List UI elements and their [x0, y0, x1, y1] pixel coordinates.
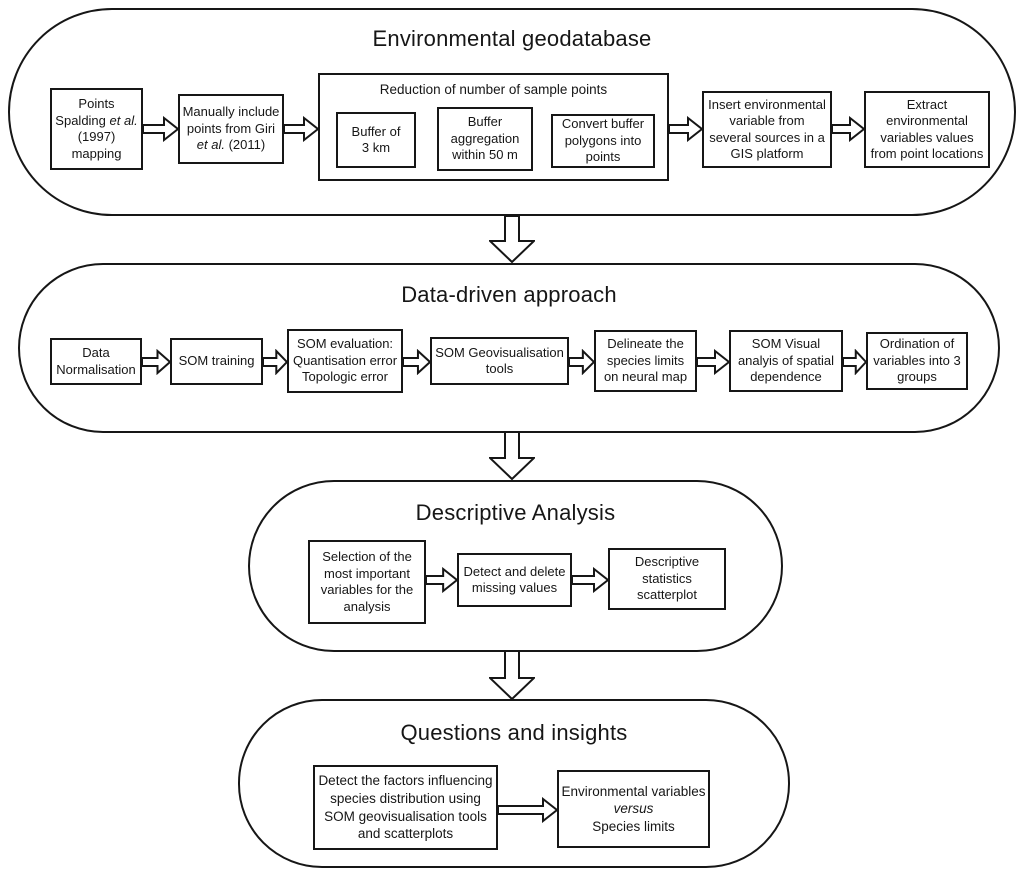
arrow-right-icon	[568, 349, 595, 375]
arrow-right-icon	[425, 567, 458, 593]
step-som-training: SOM training	[170, 338, 263, 385]
arrow-down-icon	[489, 216, 535, 263]
arrow-right-icon	[402, 349, 431, 375]
arrow-right-icon	[668, 116, 703, 142]
stage-title-questions-and-insights: Questions and insights	[400, 720, 628, 745]
stage-title-data-driven-approach: Data-driven approach	[401, 282, 617, 307]
arrow-right-icon	[142, 116, 179, 142]
arrow-right-icon	[283, 116, 319, 142]
arrow-right-icon	[571, 567, 609, 593]
arrow-right-icon	[262, 349, 288, 375]
group-title-reduction-sample-points: Reduction of number of sample points	[379, 82, 608, 97]
arrow-right-icon	[831, 116, 865, 142]
arrow-right-icon	[696, 349, 730, 375]
arrow-right-icon	[497, 797, 558, 823]
arrow-down-icon	[489, 432, 535, 480]
stage-title-environmental-geodatabase: Environmental geodatabase	[372, 26, 652, 51]
arrow-down-icon	[489, 651, 535, 700]
arrow-right-icon	[141, 349, 171, 375]
stage-title-descriptive-analysis: Descriptive Analysis	[415, 500, 616, 525]
arrow-right-icon	[842, 349, 867, 375]
